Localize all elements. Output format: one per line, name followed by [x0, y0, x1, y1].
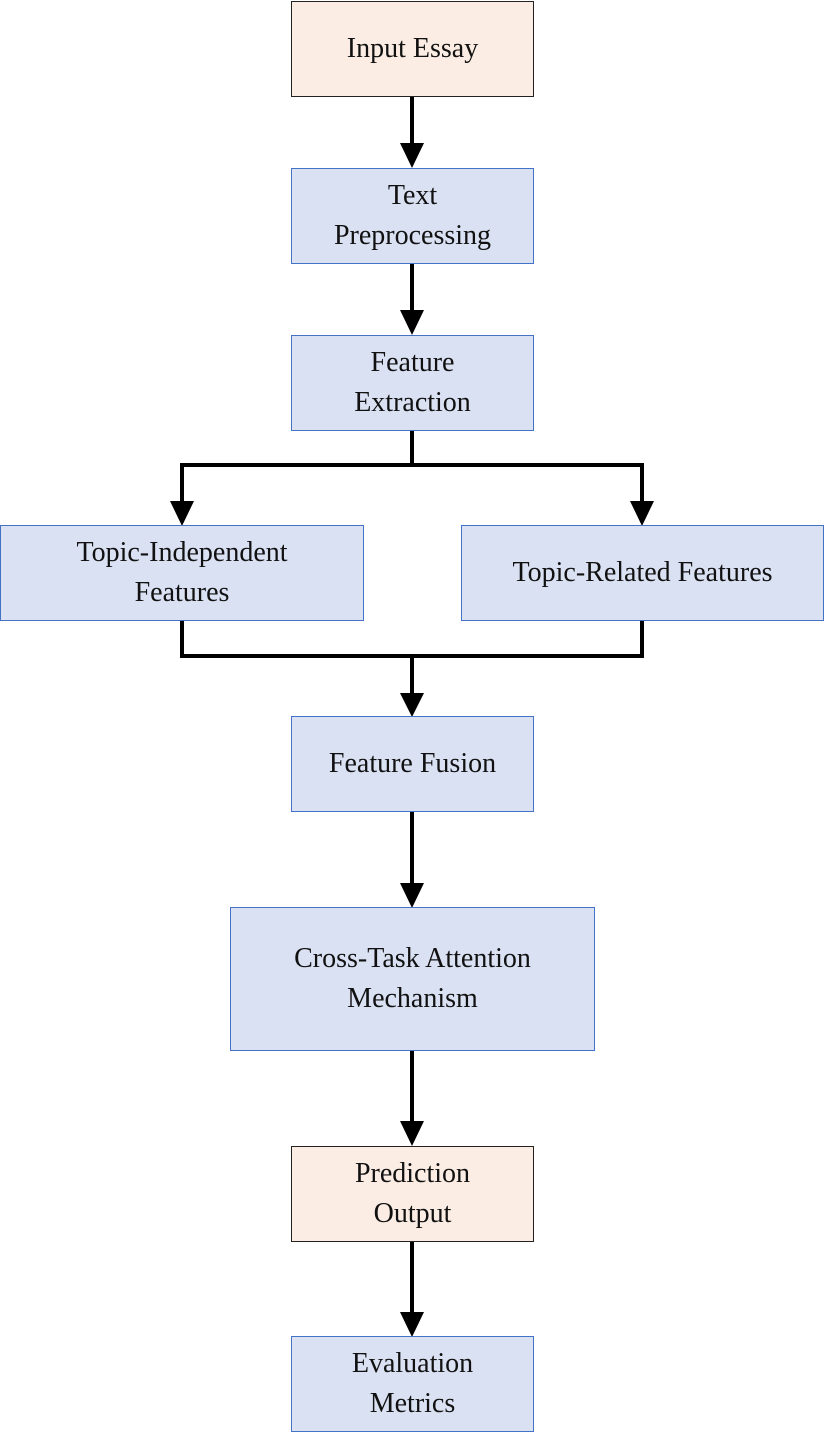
arrow-fusion-to-attention	[400, 811, 424, 908]
evaluation-metrics-node: Evaluation Metrics	[291, 1336, 534, 1432]
feature-extraction-node: Feature Extraction	[291, 335, 534, 431]
feature-fusion-label: Feature Fusion	[328, 748, 497, 779]
evaluation-metrics-label: Evaluation Metrics	[351, 1348, 474, 1419]
prediction-output-label: Prediction Output	[354, 1158, 471, 1229]
topic-independent-features-node: Topic-Independent Features	[0, 525, 364, 621]
topic-related-features-label: Topic-Related Features	[512, 557, 773, 588]
feature-extraction-label: Feature Extraction	[354, 347, 471, 418]
topic-independent-features-label: Topic-Independent Features	[76, 537, 288, 608]
arrow-preprocessing-to-extraction	[400, 263, 424, 335]
arrow-features-merge	[180, 620, 644, 717]
input-essay-node: Input Essay	[291, 1, 534, 97]
topic-related-features-node: Topic-Related Features	[461, 525, 824, 621]
cross-task-attention-label: Cross-Task Attention Mechanism	[294, 943, 531, 1014]
feature-fusion-node: Feature Fusion	[291, 716, 534, 812]
text-preprocessing-label: Text Preprocessing	[333, 180, 492, 251]
arrow-attention-to-prediction	[400, 1050, 424, 1146]
input-essay-label: Input Essay	[346, 33, 479, 64]
prediction-output-node: Prediction Output	[291, 1146, 534, 1242]
text-preprocessing-node: Text Preprocessing	[291, 168, 534, 264]
arrow-input-to-preprocessing	[400, 96, 424, 168]
cross-task-attention-node: Cross-Task Attention Mechanism	[230, 907, 595, 1051]
arrow-prediction-to-evaluation	[400, 1241, 424, 1337]
arrow-extraction-split	[170, 430, 654, 526]
